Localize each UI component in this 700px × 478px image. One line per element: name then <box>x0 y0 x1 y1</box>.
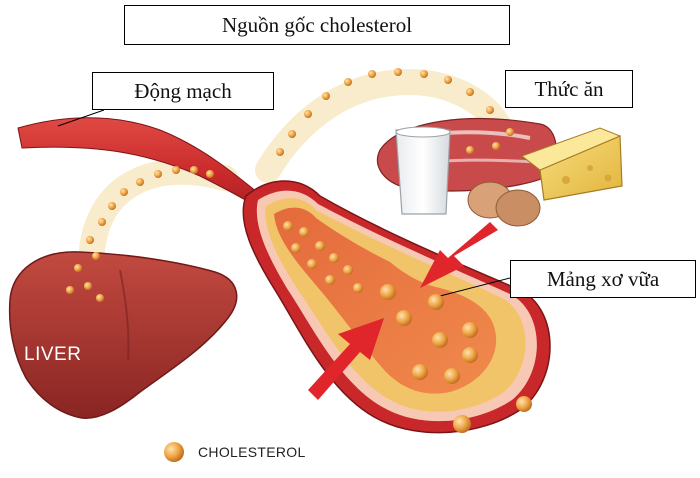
cholesterol-dot-icon <box>506 128 514 136</box>
cholesterol-dot-icon <box>444 368 460 384</box>
cholesterol-dot-icon <box>412 364 428 380</box>
liver-icon: LIVER <box>8 251 238 419</box>
cholesterol-dot-icon <box>84 282 92 290</box>
cholesterol-dot-icon <box>486 106 494 114</box>
cholesterol-dot-icon <box>380 284 396 300</box>
title-box: Nguồn gốc cholesterol <box>124 5 510 45</box>
cholesterol-dot-icon <box>394 68 402 76</box>
cholesterol-dot-icon <box>120 188 128 196</box>
cholesterol-dot-icon <box>420 70 428 78</box>
milk-glass-icon <box>395 126 451 215</box>
cholesterol-dots <box>66 68 532 433</box>
cholesterol-dot-icon <box>66 286 74 294</box>
liver-to-artery-path <box>79 158 238 263</box>
legend: CHOLESTEROL <box>164 442 306 462</box>
cholesterol-dot-icon <box>396 310 412 326</box>
cholesterol-dot-icon <box>466 88 474 96</box>
cholesterol-dot-icon <box>154 170 162 178</box>
food-to-artery-path <box>255 69 513 183</box>
cholesterol-dot-icon <box>492 142 500 150</box>
cholesterol-dot-icon <box>299 227 309 237</box>
cholesterol-dot-icon <box>291 243 301 253</box>
cholesterol-dot-icon <box>344 78 352 86</box>
cholesterol-dot-icon <box>353 283 363 293</box>
cholesterol-dot-icon <box>368 70 376 78</box>
cholesterol-dot-icon <box>444 76 452 84</box>
legend-label: CHOLESTEROL <box>198 444 306 460</box>
cholesterol-dot-icon <box>307 259 317 269</box>
cholesterol-dot-icon <box>428 294 444 310</box>
cholesterol-dot-icon <box>325 275 335 285</box>
cholesterol-dot-icon <box>462 322 478 338</box>
arrow-icon <box>308 222 498 400</box>
cholesterol-dot-icon <box>283 221 293 231</box>
cholesterol-dot-icon <box>74 264 82 272</box>
cheese-icon <box>520 127 623 201</box>
egg-icon <box>467 181 541 227</box>
cholesterol-dot-icon <box>329 253 339 263</box>
cholesterol-dot-icon <box>172 166 180 174</box>
cholesterol-dot-icon <box>462 347 478 363</box>
cholesterol-dot-icon <box>206 170 214 178</box>
cholesterol-dot-icon <box>432 332 448 348</box>
cholesterol-dot-icon <box>190 166 198 174</box>
cholesterol-dot-icon <box>453 415 471 433</box>
cholesterol-dot-icon <box>288 130 296 138</box>
cholesterol-dot-icon <box>98 218 106 226</box>
cholesterol-dot-icon <box>276 148 284 156</box>
liver-label: LIVER <box>24 344 81 365</box>
cholesterol-dot-icon <box>315 241 325 251</box>
food-label-box: Thức ăn <box>505 70 633 108</box>
cholesterol-dot-icon <box>92 252 100 260</box>
cholesterol-dot-icon <box>322 92 330 100</box>
cholesterol-dot-icon <box>86 236 94 244</box>
artery-label-box: Động mạch <box>92 72 274 110</box>
cholesterol-dot-icon <box>516 396 532 412</box>
plaque-label-box: Mảng xơ vữa <box>510 260 696 298</box>
cholesterol-dot-icon <box>466 146 474 154</box>
cholesterol-dot-icon <box>343 265 353 275</box>
cholesterol-dot-icon <box>304 110 312 118</box>
cholesterol-dot-icon <box>108 202 116 210</box>
cholesterol-dot-icon <box>136 178 144 186</box>
cholesterol-dot-icon <box>164 442 184 462</box>
cholesterol-dot-icon <box>96 294 104 302</box>
